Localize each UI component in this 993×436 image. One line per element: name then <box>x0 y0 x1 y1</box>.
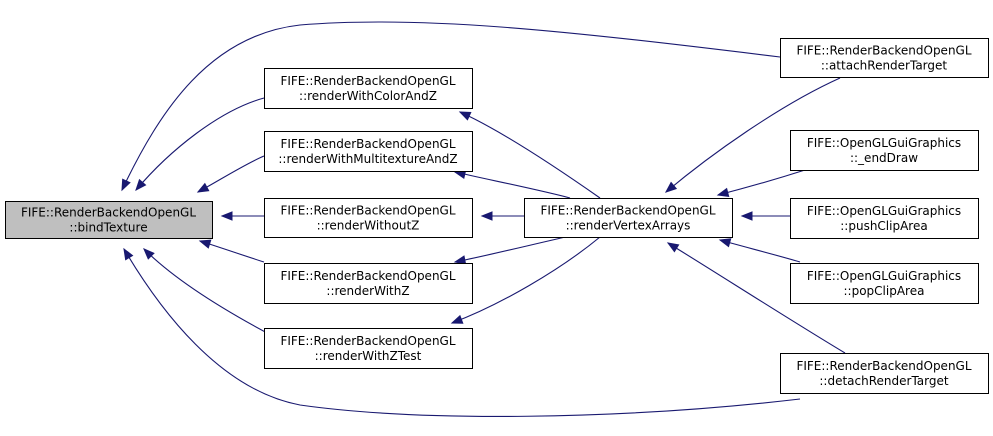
node-method-label: ::popClipArea <box>844 284 925 298</box>
edge-line <box>665 77 841 193</box>
node-method-label: ::renderWithoutZ <box>317 219 420 233</box>
edge-renderWithZ-to-bindTexture <box>198 239 265 263</box>
arrowhead-icon <box>664 181 678 193</box>
node-method-label: ::attachRenderTarget <box>821 59 948 73</box>
node-class-label: FIFE::OpenGLGuiGraphics <box>807 136 961 150</box>
node-method-label: ::renderWithMultitextureAndZ <box>278 152 457 166</box>
arrowhead-icon <box>666 242 680 253</box>
node-class-label: FIFE::RenderBackendOpenGL <box>280 204 455 218</box>
arrowhead-icon <box>740 211 753 221</box>
node-class-label: FIFE::RenderBackendOpenGL <box>280 334 455 348</box>
edge-pushClipArea-to-renderVertexArrays <box>740 211 790 221</box>
arrowhead-icon <box>135 178 147 192</box>
node-renderWithoutZ[interactable]: FIFE::RenderBackendOpenGL::renderWithout… <box>264 198 473 238</box>
node-method-label: ::bindTexture <box>69 221 147 235</box>
edge-line <box>667 242 846 354</box>
node-box <box>264 68 473 109</box>
edge-line <box>719 239 801 263</box>
node-renderVertexArrays[interactable]: FIFE::RenderBackendOpenGL::renderVertexA… <box>524 198 733 238</box>
arrowhead-icon <box>198 239 212 249</box>
arrowhead-icon <box>450 314 464 324</box>
node-class-label: FIFE::RenderBackendOpenGL <box>796 359 971 373</box>
arrowhead-icon <box>121 178 131 192</box>
node-class-label: FIFE::RenderBackendOpenGL <box>540 204 715 218</box>
edge-renderVertexArrays-to-renderWithZ <box>453 235 571 265</box>
edge-line <box>717 169 806 196</box>
edge-popClipArea-to-renderVertexArrays <box>718 238 801 263</box>
edge-renderWithoutZ-to-bindTexture <box>220 211 264 221</box>
edge-line <box>135 97 265 191</box>
node-box <box>790 263 979 304</box>
edge-line <box>459 111 601 199</box>
edge-line <box>454 235 571 263</box>
node-box <box>264 263 473 304</box>
arrowhead-icon <box>716 187 730 197</box>
node-attachRenderTarget[interactable]: FIFE::RenderBackendOpenGL::attachRenderT… <box>780 38 989 78</box>
node-class-label: FIFE::OpenGLGuiGraphics <box>807 269 961 283</box>
edge-line <box>454 171 571 199</box>
node-class-label: FIFE::RenderBackendOpenGL <box>796 44 971 58</box>
arrowhead-icon <box>123 247 134 261</box>
node-method-label: ::_endDraw <box>850 151 918 165</box>
node-method-label: ::detachRenderTarget <box>819 374 948 388</box>
node-box <box>264 198 473 238</box>
edge-line <box>123 248 801 417</box>
node-popClipArea[interactable]: FIFE::OpenGLGuiGraphics::popClipArea <box>790 263 979 304</box>
arrowhead-icon <box>718 238 732 248</box>
node-method-label: ::renderVertexArrays <box>566 219 691 233</box>
arrowhead-icon <box>196 182 210 193</box>
node-renderWithZTest[interactable]: FIFE::RenderBackendOpenGL::renderWithZTe… <box>264 328 473 369</box>
node-bindTexture[interactable]: FIFE::RenderBackendOpenGL::bindTexture <box>5 201 213 239</box>
node-pushClipArea[interactable]: FIFE::OpenGLGuiGraphics::pushClipArea <box>790 198 979 239</box>
node-box <box>524 198 733 238</box>
node-renderWithColorAndZ[interactable]: FIFE::RenderBackendOpenGL::renderWithCol… <box>264 68 473 109</box>
node-class-label: FIFE::RenderBackendOpenGL <box>280 269 455 283</box>
nodes-layer: FIFE::RenderBackendOpenGL::bindTextureFI… <box>5 38 989 394</box>
edge-detachRenderTarget-to-bindTexture <box>123 247 801 417</box>
node-box <box>5 201 213 239</box>
node-box <box>264 328 473 369</box>
node-box <box>264 131 473 172</box>
edge-renderVertexArrays-to-renderWithoutZ <box>480 211 524 221</box>
edge-renderVertexArrays-to-renderWithZTest <box>450 236 601 324</box>
arrowhead-icon <box>480 211 493 221</box>
node-class-label: FIFE::RenderBackendOpenGL <box>21 206 196 220</box>
node-method-label: ::renderWithZ <box>326 284 409 298</box>
node-method-label: ::renderWithColorAndZ <box>299 89 437 103</box>
edge-attachRenderTarget-to-bindTexture <box>121 21 781 192</box>
edge-renderWithMultitextureAndZ-to-bindTexture <box>196 155 265 193</box>
edge-detachRenderTarget-to-renderVertexArrays <box>666 242 846 354</box>
edge-attachRenderTarget-to-renderVertexArrays <box>664 77 841 193</box>
edge-renderVertexArrays-to-renderWithColorAndZ <box>458 111 601 199</box>
node-method-label: ::renderWithZTest <box>315 349 422 363</box>
edge-renderVertexArrays-to-renderWithMultitextureAndZ <box>453 169 571 199</box>
node-class-label: FIFE::RenderBackendOpenGL <box>280 137 455 151</box>
edge-line <box>197 155 265 193</box>
node-renderWithMultitextureAndZ[interactable]: FIFE::RenderBackendOpenGL::renderWithMul… <box>264 131 473 172</box>
node-renderWithZ[interactable]: FIFE::RenderBackendOpenGL::renderWithZ <box>264 263 473 304</box>
node-detachRenderTarget[interactable]: FIFE::RenderBackendOpenGL::detachRenderT… <box>780 353 989 394</box>
node-box <box>780 353 989 394</box>
node-class-label: FIFE::OpenGLGuiGraphics <box>807 204 961 218</box>
arrowhead-icon <box>143 248 155 260</box>
arrowhead-icon <box>220 211 233 221</box>
edges-layer <box>121 21 846 417</box>
edge-line <box>451 236 601 324</box>
node-box <box>790 198 979 239</box>
edge-endDraw-to-renderVertexArrays <box>716 169 806 197</box>
arrowhead-icon <box>453 255 467 265</box>
edge-line <box>121 21 781 191</box>
arrowhead-icon <box>458 111 472 121</box>
node-class-label: FIFE::RenderBackendOpenGL <box>280 74 455 88</box>
node-endDraw[interactable]: FIFE::OpenGLGuiGraphics::_endDraw <box>790 130 979 171</box>
node-method-label: ::pushClipArea <box>840 219 927 233</box>
node-box <box>780 38 989 78</box>
edge-renderWithColorAndZ-to-bindTexture <box>135 97 265 192</box>
node-box <box>790 130 979 171</box>
